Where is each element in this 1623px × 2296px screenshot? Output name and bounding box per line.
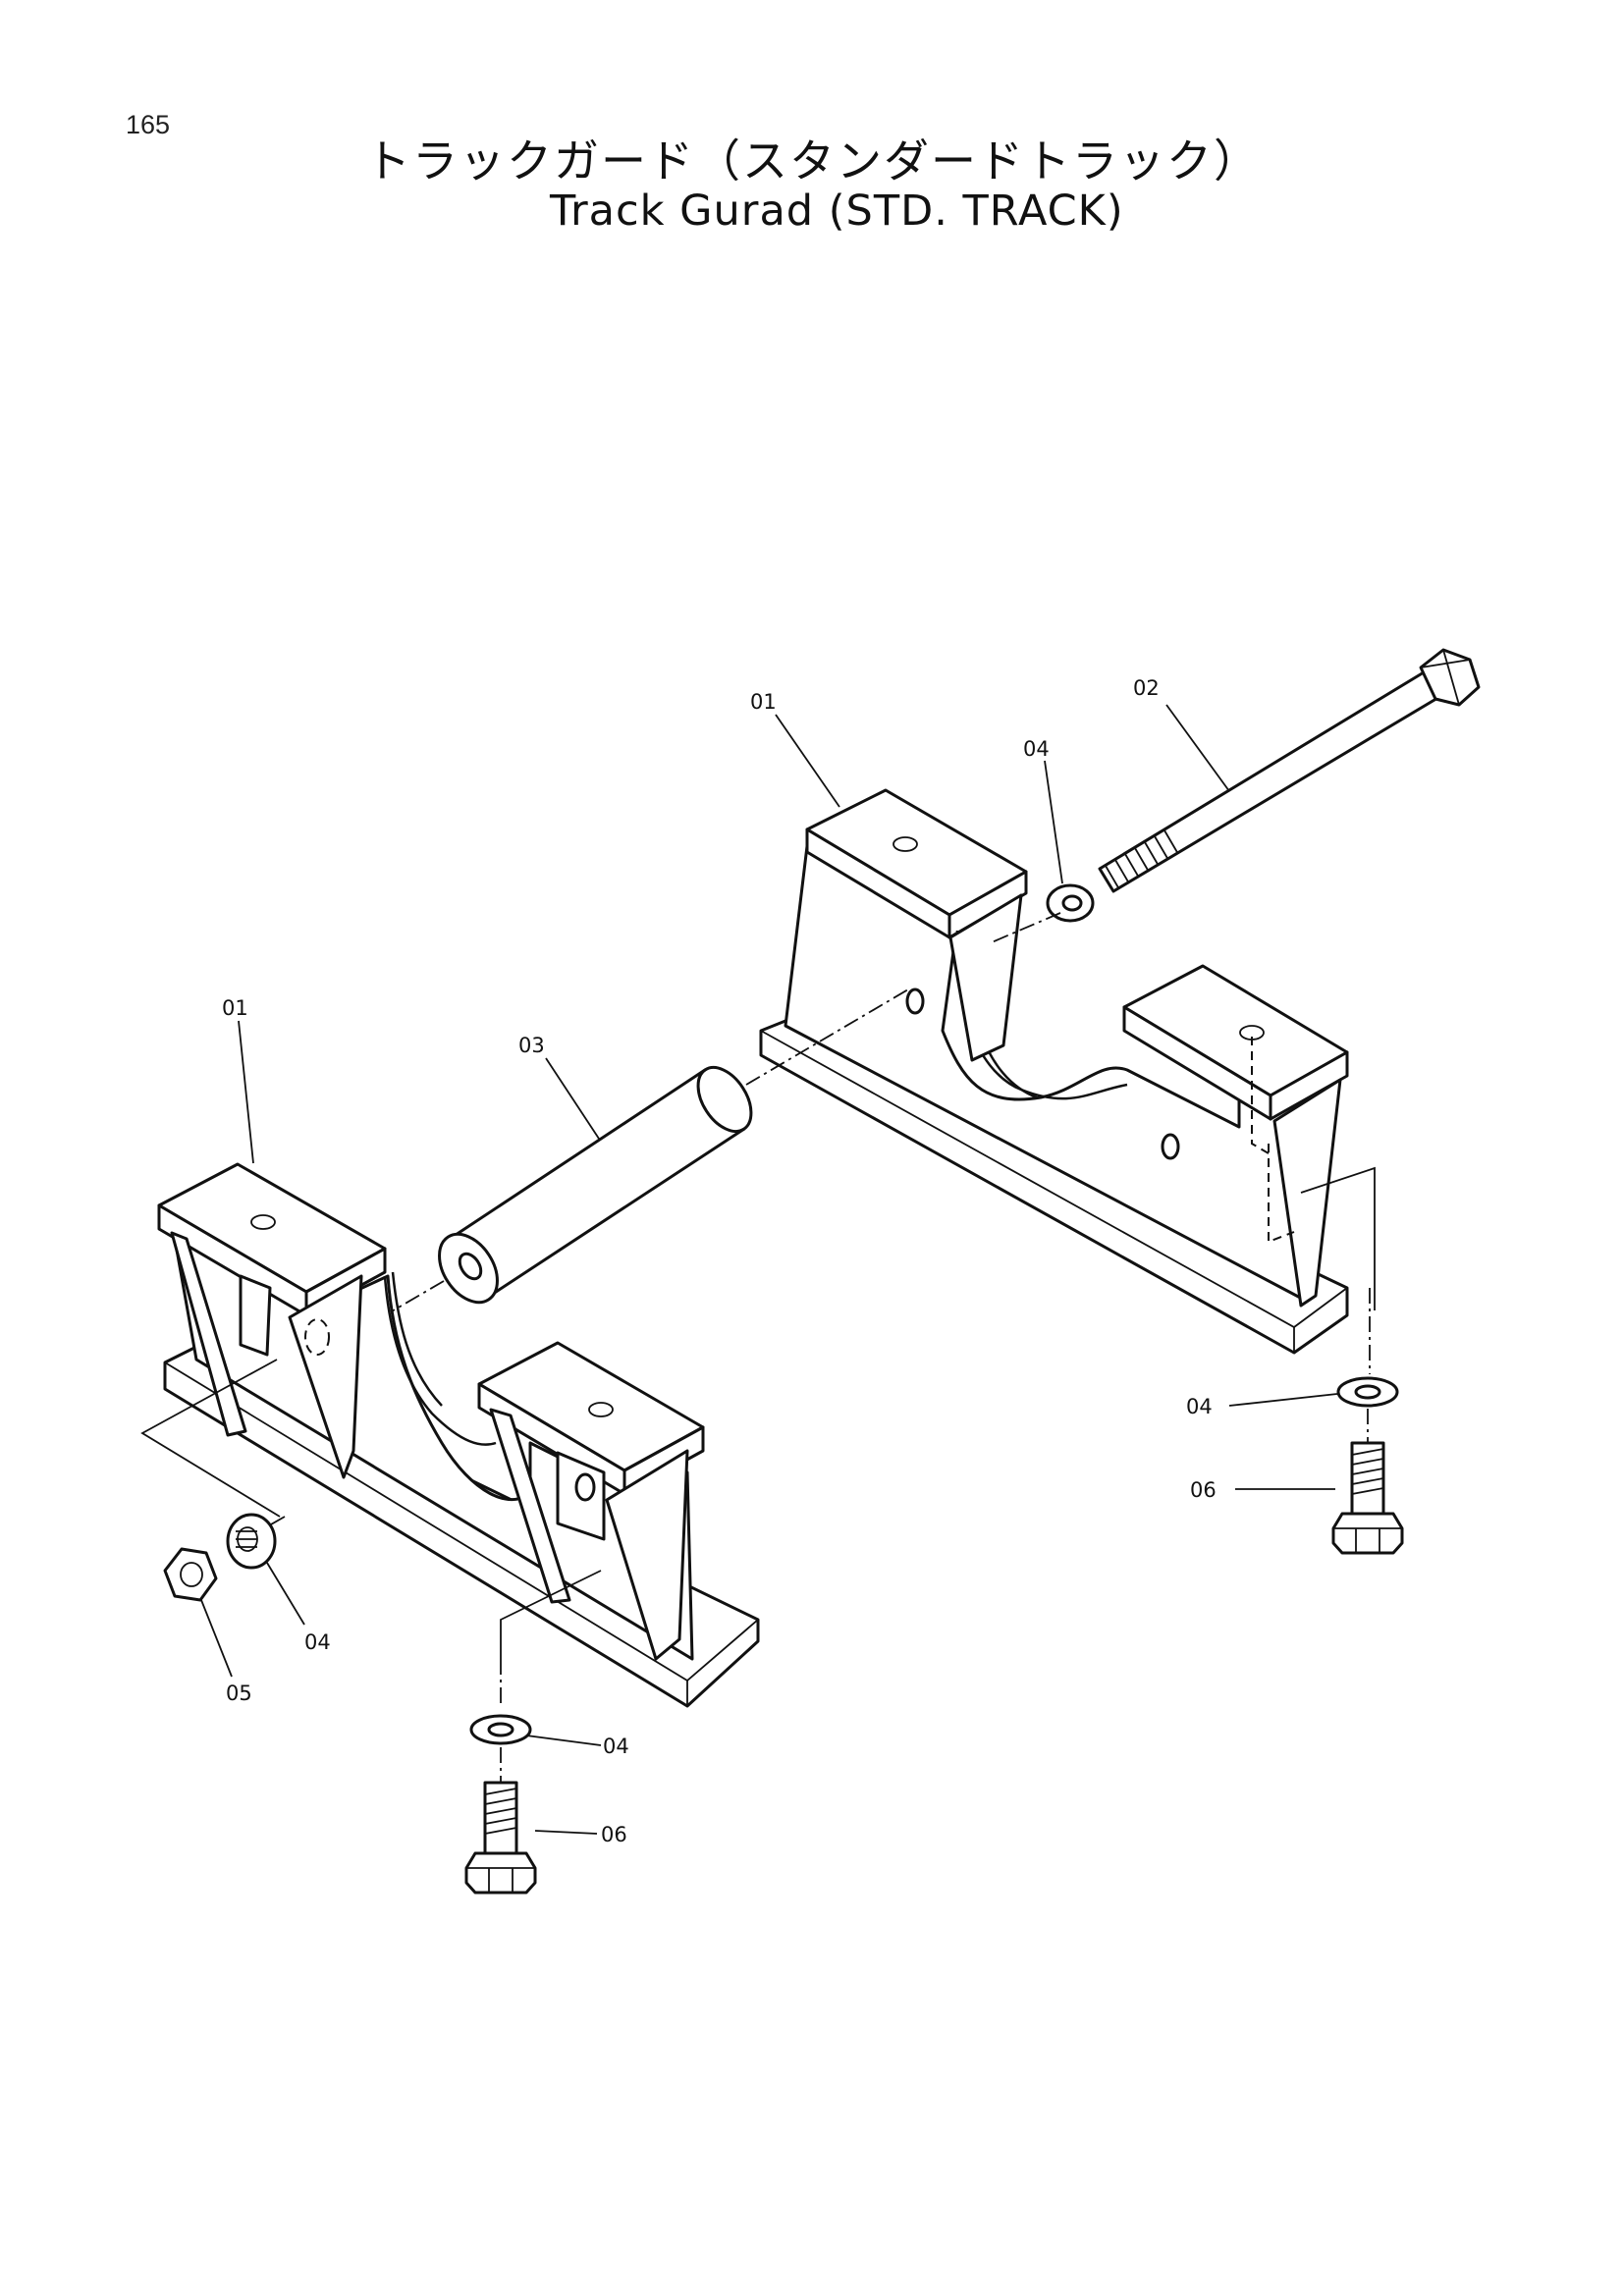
callout-washer-bottom: 04	[603, 1735, 629, 1758]
washer-and-bolt-right	[1331, 1376, 1404, 1555]
callout-left-guard: 01	[222, 996, 248, 1020]
track-guard-lower	[140, 1162, 760, 1708]
callout-bolt-bottom: 06	[601, 1823, 627, 1846]
title-japanese: トラックガード（スタンダードトラック）	[365, 134, 1261, 187]
track-guard-upper	[759, 788, 1376, 1374]
callout-washer-top: 04	[1023, 737, 1050, 761]
upper-guard-web	[784, 844, 1313, 1303]
long-bolt	[1098, 648, 1481, 893]
callout-washer-right: 04	[1186, 1395, 1213, 1418]
callout-top-guard: 01	[750, 690, 777, 714]
title-english: Track Gurad (STD. TRACK)	[550, 187, 1124, 236]
leader-lines	[200, 704, 1338, 1835]
callout-washer-left: 04	[304, 1630, 331, 1654]
callout-long-bolt: 02	[1133, 676, 1160, 700]
callout-nut: 05	[226, 1682, 252, 1705]
callout-spacer: 03	[518, 1034, 545, 1057]
nut-and-washer-left	[163, 1513, 277, 1602]
page-number: 165	[126, 110, 171, 139]
washer-and-bolt-bottom	[464, 1714, 537, 1895]
washer-top	[991, 883, 1095, 943]
spacer-pipe	[384, 988, 909, 1316]
callout-bolt-right: 06	[1190, 1478, 1217, 1502]
